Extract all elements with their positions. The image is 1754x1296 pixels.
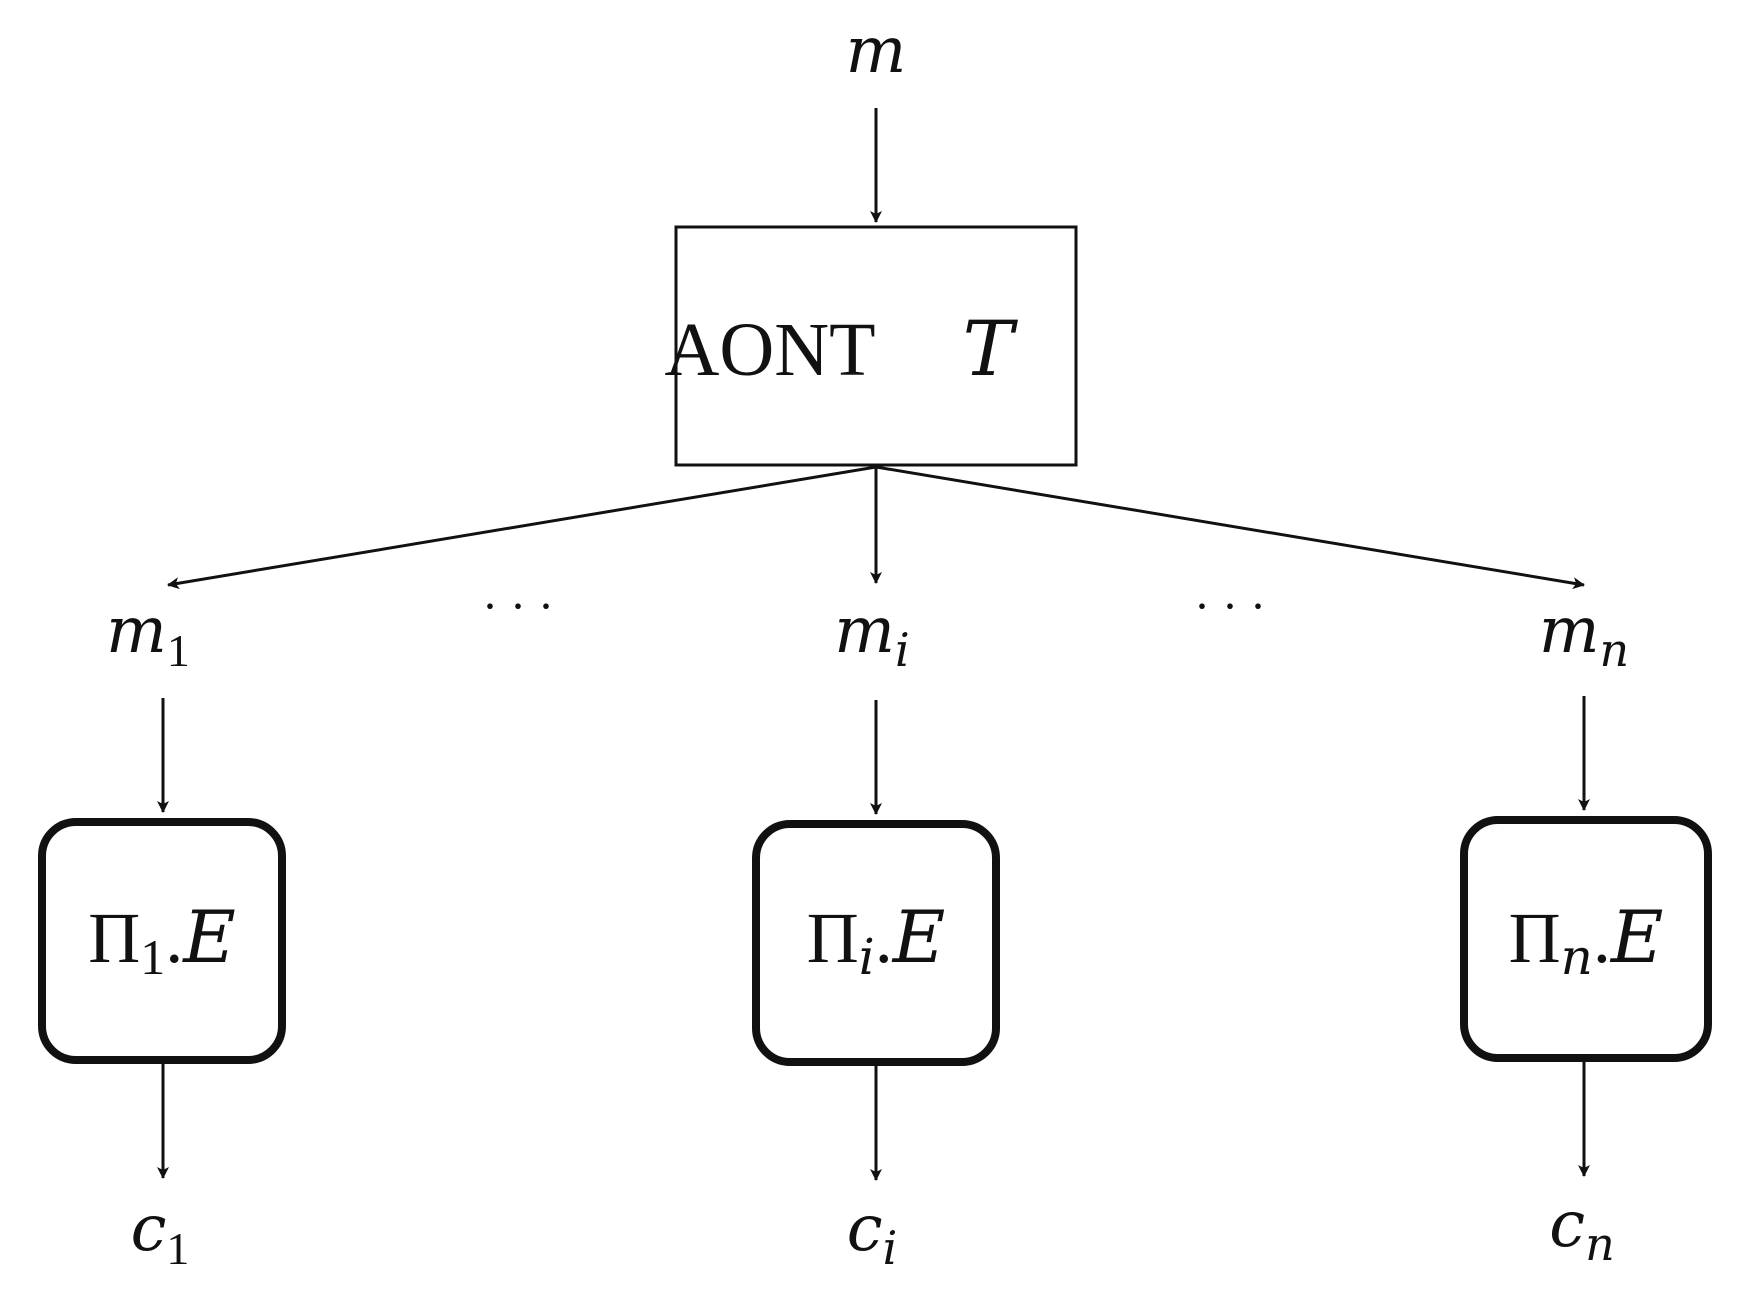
enc-label-i: Πi.E [807, 895, 946, 986]
output-cn-label: cn [1549, 1188, 1614, 1271]
enc-label-n: Πn.E [1509, 895, 1664, 986]
input-m-label: m [846, 14, 907, 88]
enc-label-1: Π1.E [88, 895, 236, 985]
aont-box: AONT T [664, 225, 1078, 467]
branch-i: mi Πi.E ci [752, 594, 1000, 1275]
enc-box-i [752, 820, 1000, 1066]
branch-1: m1 Π1.E c1 [38, 594, 286, 1274]
enc-box-1 [38, 818, 286, 1064]
part-mi-label: mi [834, 594, 909, 677]
ellipsis-left: · · · [482, 580, 554, 633]
arrow-aont-to-mn [875, 465, 1585, 590]
part-m1-label: m1 [106, 594, 190, 676]
part-mn-label: mn [1539, 594, 1629, 677]
output-ci-label: ci [847, 1192, 898, 1275]
aont-label: AONT [664, 308, 875, 392]
arrow-aont-to-m1 [167, 465, 877, 590]
ellipsis-right: · · · [1194, 580, 1266, 633]
branch-n: mn Πn.E cn [1460, 594, 1712, 1271]
enc-box-n [1460, 816, 1712, 1062]
aont-symbol: T [963, 304, 1019, 393]
output-c1-label: c1 [131, 1192, 190, 1274]
